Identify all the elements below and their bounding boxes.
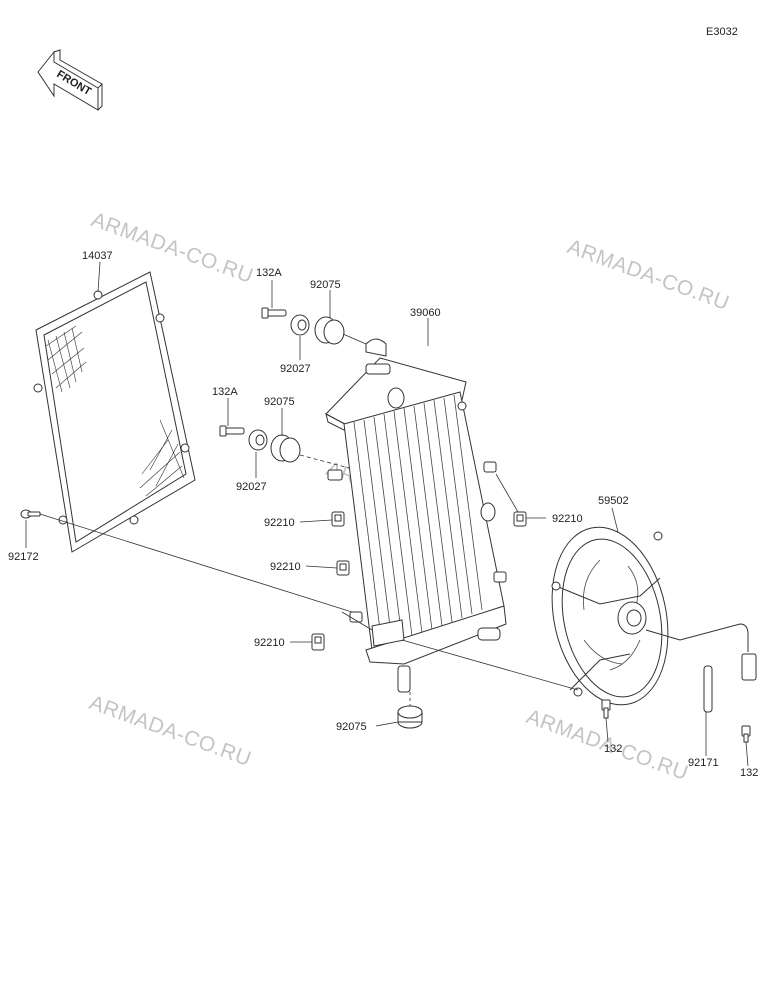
part-label: 92075 [310, 279, 341, 291]
part-label: 92171 [688, 757, 719, 769]
part-label: 92172 [8, 551, 39, 563]
clip-92210-a [331, 511, 345, 527]
radiator-screen-14037 [33, 271, 196, 553]
leader-lines [25, 261, 749, 767]
part-label: 92075 [264, 396, 295, 408]
grommet-92075-upper [314, 316, 345, 345]
bolt-132-a [601, 699, 611, 719]
fan-59502 [551, 526, 757, 713]
part-label: 14037 [82, 250, 113, 262]
clip-92210-c [311, 633, 325, 651]
part-label: 132 [604, 743, 622, 755]
grommet-92075-bottom [397, 705, 423, 729]
part-label: 92210 [264, 517, 295, 529]
screw-92172 [20, 509, 41, 519]
front-arrow-icon: FRONT [37, 49, 103, 111]
part-label: 132 [740, 767, 758, 779]
bolt-132a-upper [261, 307, 287, 319]
part-label: 59502 [598, 495, 629, 507]
watermark: ARMADA-CO.RU [86, 691, 254, 771]
watermark: ARMADA-CO.RU [88, 208, 256, 288]
part-label: 132A [256, 267, 282, 279]
part-label: 92210 [270, 561, 301, 573]
collar-92027-upper [290, 314, 310, 336]
part-label: 92027 [236, 481, 267, 493]
grommet-92075-lower [270, 434, 301, 463]
bolt-132a-lower [219, 425, 245, 437]
part-label: 39060 [410, 307, 441, 319]
part-label: 92075 [336, 721, 367, 733]
part-label: 92027 [280, 363, 311, 375]
radiator-39060 [325, 338, 507, 693]
diagram-code: E3032 [706, 26, 738, 38]
clip-92210-d [513, 511, 527, 527]
part-label: 92210 [552, 513, 583, 525]
part-label: 132A [212, 386, 238, 398]
clip-92210-b [336, 560, 350, 576]
watermark: ARMADA-CO.RU [564, 235, 732, 315]
collar-92027-lower [248, 429, 268, 451]
bolt-132-b [741, 725, 751, 743]
part-label: 92210 [254, 637, 285, 649]
